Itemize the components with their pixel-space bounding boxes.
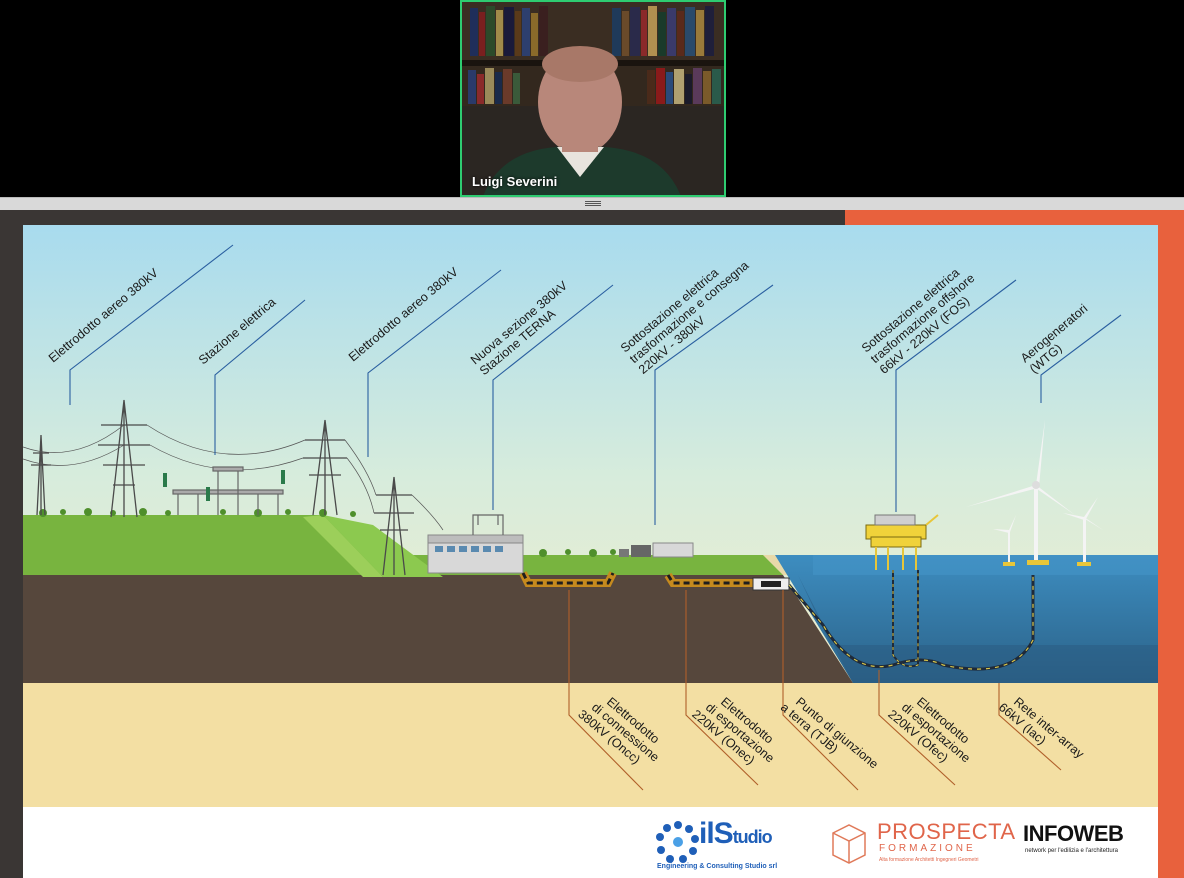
speaker-strip: Luigi Severini (0, 0, 1184, 197)
shared-screen: Elettrodotto aereo 380kV Stazione elettr… (0, 210, 1184, 878)
resize-handle-icon[interactable] (585, 200, 601, 209)
prospecta-cube-icon (825, 819, 873, 869)
prospecta-main-text: PROSPECTA (877, 819, 1016, 845)
infoweb-logo: INFOWEB network per l'edilizia e l'archi… (1023, 821, 1143, 866)
ilstudio-suffix-text: tudio (733, 827, 772, 847)
ilstudio-main-text: ilS (699, 817, 733, 850)
prospecta-sub-text: FORMAZIONE (879, 843, 976, 854)
view-splitter (0, 197, 1184, 210)
presentation-slide: Elettrodotto aereo 380kV Stazione elettr… (23, 225, 1158, 878)
participant-name-label: Luigi Severini (472, 174, 557, 189)
prospecta-logo: PROSPECTA FORMAZIONE Alta formazione Arc… (825, 817, 1000, 872)
ilstudio-tagline: Engineering & Consulting Studio srl (657, 863, 802, 870)
infoweb-main-text: INFOWEB (1023, 821, 1123, 847)
participant-video-tile[interactable]: Luigi Severini (460, 0, 726, 197)
infoweb-tagline: network per l'edilizia e l'architettura (1025, 848, 1118, 854)
prospecta-tagline: Alta formazione Architetti Ingegneri Geo… (879, 857, 979, 863)
participant-video-image (462, 2, 726, 197)
offshore-wind-connection-diagram: Elettrodotto aereo 380kV Stazione elettr… (23, 225, 1158, 878)
sponsor-logos-bar: ilStudio Engineering & Consulting Studio… (23, 807, 1158, 878)
ilstudio-spiral-icon (655, 819, 701, 865)
ilstudio-logo: ilStudio Engineering & Consulting Studio… (655, 817, 800, 872)
